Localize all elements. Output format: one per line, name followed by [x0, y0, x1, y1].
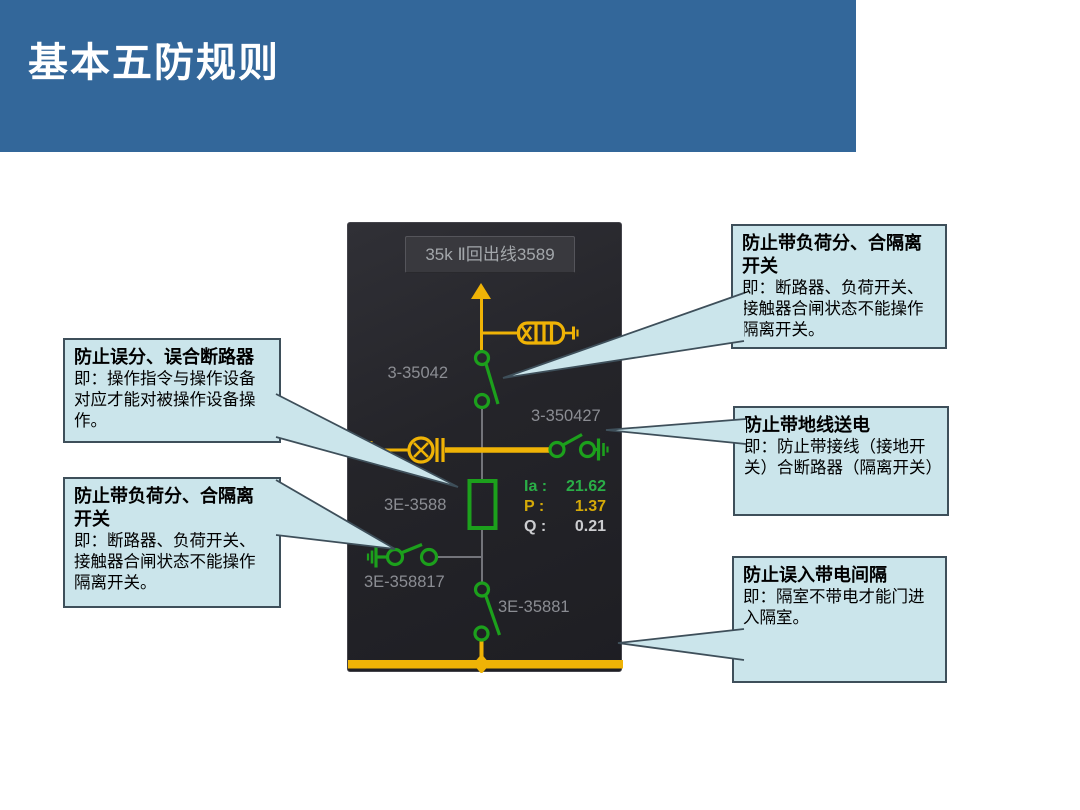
callout-body: 即：隔室不带电才能门进入隔室。: [743, 588, 925, 627]
earth-switch-icon: [366, 543, 439, 568]
page-title: 基本五防规则: [28, 41, 280, 85]
telemetry-value: 21.62: [565, 478, 606, 495]
up-arrow-icon: [471, 283, 491, 299]
callout-prevent-energize-grounded-line: 防止带地线送电 即：防止带接线（接地开关）合断路器（隔离开关）: [733, 406, 949, 516]
green-devices: [366, 349, 609, 642]
surge-arrester-icon: [516, 321, 579, 345]
telemetry-label: Ia :: [524, 478, 548, 495]
callout-body: 即：防止带接线（接地开关）合断路器（隔离开关）: [744, 438, 942, 477]
circuit-breaker-icon: [467, 479, 498, 530]
callout-prevent-load-switching-right: 防止带负荷分、合隔离开关 即：断路器、负荷开关、接触器合闸状态不能操作隔离开关。: [731, 224, 947, 349]
telemetry-label: P :: [524, 498, 545, 515]
pointer-to-busbar-corner: [617, 628, 745, 661]
telemetry-row-ia: Ia : 21.62: [524, 477, 606, 497]
telemetry-value: 0.21: [574, 518, 606, 535]
callout-title: 防止带负荷分、合隔离开关: [742, 233, 922, 276]
callout-body: 即：断路器、负荷开关、接触器合闸状态不能操作隔离开关。: [742, 279, 924, 339]
callout-title: 防止带负荷分、合隔离开关: [74, 486, 254, 529]
label-disconnector-top: 3-35042: [387, 364, 448, 382]
slide-header: 基本五防规则: [0, 0, 856, 152]
callout-prevent-misoperation-breaker: 防止误分、误合断路器 即：操作指令与操作设备对应才能对被操作设备操作。: [63, 338, 281, 443]
feeder-title-badge: 35k Ⅱ回出线3589: [405, 236, 575, 273]
callout-title: 防止带地线送电: [744, 415, 870, 435]
label-disconnector-bottom: 3E-35881: [498, 598, 570, 616]
callout-body: 即：操作指令与操作设备对应才能对被操作设备操作。: [74, 370, 256, 430]
single-line-diagram: [348, 283, 623, 673]
label-earth-switch-left: 3E-358817: [364, 573, 445, 591]
callout-body: 即：断路器、负荷开关、接触器合闸状态不能操作隔离开关。: [74, 532, 256, 592]
callout-title: 防止误分、误合断路器: [74, 347, 254, 367]
label-breaker: 3E-3588: [384, 496, 447, 514]
scada-panel: 35k Ⅱ回出线3589: [347, 222, 623, 673]
pointer-to-right-earth-switch: [605, 418, 747, 445]
label-earth-switch-right: 3-350427: [531, 407, 601, 425]
disconnector-switch-icon: [473, 349, 500, 410]
telemetry-readout: Ia : 21.62 P : 1.37 Q : 0.21: [524, 477, 606, 537]
telemetry-row-p: P : 1.37: [524, 497, 606, 517]
callout-title: 防止误入带电间隔: [743, 565, 887, 585]
callout-prevent-load-switching-left: 防止带负荷分、合隔离开关 即：断路器、负荷开关、接触器合闸状态不能操作隔离开关。: [63, 477, 281, 608]
telemetry-value: 1.37: [574, 498, 606, 515]
voltage-transformer-icon: [362, 436, 445, 464]
busbar: [348, 654, 623, 673]
busbar-node-icon: [473, 654, 490, 673]
telemetry-row-q: Q : 0.21: [524, 517, 606, 537]
earth-switch-icon: [548, 433, 609, 461]
telemetry-label: Q :: [524, 518, 547, 535]
gray-conductors: [436, 408, 483, 583]
disconnector-switch-icon: [473, 581, 502, 642]
callout-prevent-entering-live-compartment: 防止误入带电间隔 即：隔室不带电才能门进入隔室。: [732, 556, 947, 683]
